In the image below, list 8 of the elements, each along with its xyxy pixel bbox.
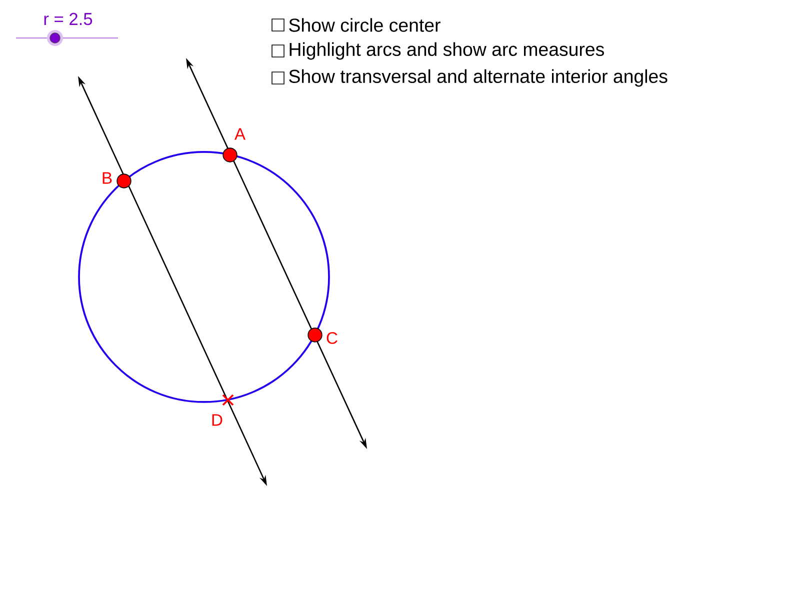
checkbox-label: Show circle center	[289, 18, 440, 32]
point-label: A	[234, 128, 246, 140]
slider-label: r = 2.5	[44, 12, 92, 26]
checkbox-label: Highlight arcs and show arc measures	[290, 42, 604, 60]
checkbox-label: Show transversal and alternate interior angles	[289, 69, 668, 87]
point-label: B	[102, 172, 112, 184]
point-label: C	[326, 332, 338, 344]
point-label: D	[212, 414, 222, 426]
